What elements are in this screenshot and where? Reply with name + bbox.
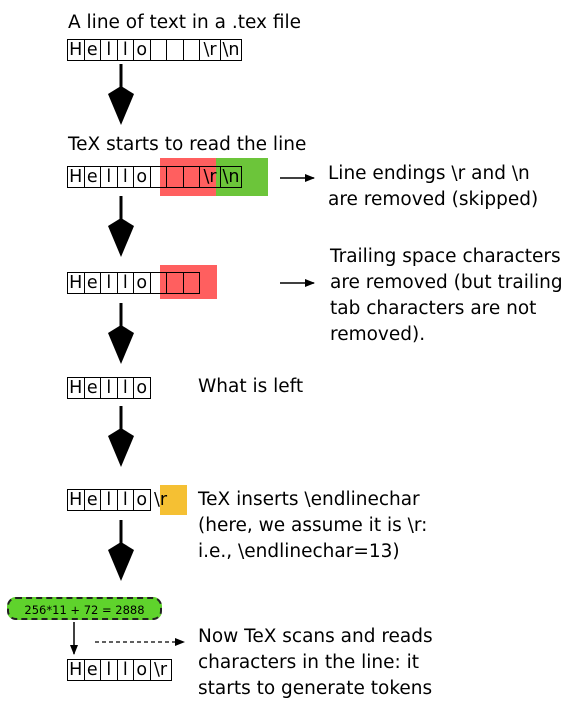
note-line-endings-1: Line endings \r and \n [328, 163, 530, 184]
char-cell: H [67, 489, 85, 511]
down-arrow-2 [108, 196, 134, 257]
char-cell: e [83, 166, 101, 188]
char-cell: \n [220, 166, 242, 188]
char-cell [182, 39, 200, 61]
char-cell [166, 39, 184, 61]
char-cell: \r [149, 659, 172, 681]
note-scanning-2: characters in the line: it [198, 652, 419, 673]
char-cell: e [83, 272, 101, 294]
char-cell [149, 39, 167, 61]
char-cell: \r [153, 490, 168, 510]
note-trailing-3: tab characters are not [330, 298, 537, 319]
char-cell [182, 272, 200, 294]
note-endlinechar-2: (here, we assume it is \r: [198, 515, 428, 536]
char-cell: l [116, 272, 134, 294]
note-scanning-3: starts to generate tokens [198, 678, 433, 699]
caption-tex-starts-reading: TeX starts to read the line [68, 134, 307, 155]
char-cell: H [67, 39, 85, 61]
char-cell [149, 272, 167, 294]
char-cell: l [100, 39, 118, 61]
char-cell: \n [220, 39, 242, 61]
char-cell [182, 166, 200, 188]
char-cell: H [67, 377, 85, 399]
char-strip-reading: H e l l o \r \n [67, 166, 242, 188]
removed-line-endings-highlight [216, 158, 268, 196]
char-cell: l [100, 377, 118, 399]
down-arrow-1 [108, 64, 134, 125]
char-cell: e [83, 659, 101, 681]
char-cell: H [67, 166, 85, 188]
char-cell: o [133, 377, 151, 399]
char-strip-scanning: H e l l o \r [67, 659, 172, 681]
note-scanning-1: Now TeX scans and reads [198, 626, 433, 647]
note-trailing-2: are removed (but trailing [330, 272, 563, 293]
char-cell: l [116, 166, 134, 188]
note-line-endings-2: are removed (skipped) [328, 189, 539, 210]
char-strip-trimmed: H e l l o [67, 272, 200, 294]
char-cell: o [133, 489, 151, 511]
note-trailing-4: removed). [330, 324, 426, 345]
removed-spaces-highlight [160, 158, 217, 196]
char-cell [149, 166, 167, 188]
char-cell [166, 166, 184, 188]
char-cell: l [100, 272, 118, 294]
char-strip-endlinechar: H e l l o \r [67, 489, 171, 511]
char-strip-what-is-left: H e l l o [67, 377, 151, 399]
char-cell: o [133, 39, 151, 61]
down-arrow-4 [108, 406, 134, 467]
down-arrow-3 [108, 303, 134, 364]
char-cell: l [116, 39, 134, 61]
char-cell: l [100, 166, 118, 188]
char-cell: \r [199, 166, 221, 188]
char-cell: e [83, 489, 101, 511]
char-cell: e [83, 377, 101, 399]
caption-tex-file-line: A line of text in a .tex file [68, 12, 302, 33]
char-cell: o [133, 166, 151, 188]
endlinechar-highlight [160, 485, 187, 515]
char-cell: \r [199, 39, 221, 61]
char-cell: l [100, 659, 118, 681]
char-cell: l [116, 659, 134, 681]
char-strip-original: H e l l o \r \n [67, 39, 242, 61]
char-cell: H [67, 659, 85, 681]
char-cell: l [116, 489, 134, 511]
char-cell: o [133, 659, 151, 681]
char-cell: l [116, 377, 134, 399]
note-what-is-left: What is left [198, 376, 304, 397]
char-cell: l [100, 489, 118, 511]
char-cell [166, 272, 184, 294]
note-endlinechar-3: i.e., \endlinechar=13) [198, 541, 400, 562]
calculation-badge: 256*11 + 72 = 2888 [7, 597, 162, 620]
char-cell: e [83, 39, 101, 61]
down-arrow-5 [108, 520, 134, 581]
note-endlinechar-1: TeX inserts \endlinechar [198, 489, 420, 510]
char-cell: H [67, 272, 85, 294]
char-cell: o [133, 272, 151, 294]
note-trailing-1: Trailing space characters [330, 246, 561, 267]
